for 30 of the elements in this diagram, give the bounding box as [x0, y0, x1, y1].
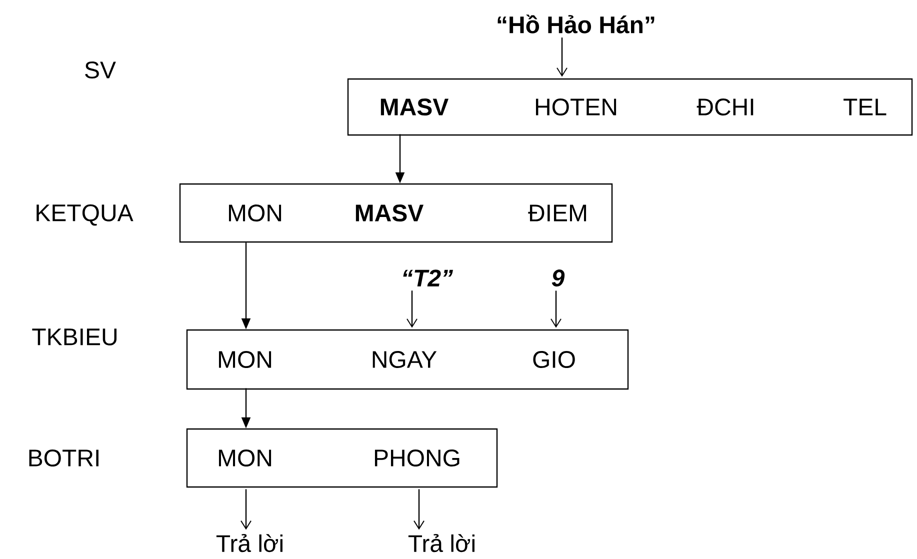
- attribute-text: GIO: [533, 351, 575, 368]
- relation-name: BOTRI: [29, 450, 98, 466]
- value-text: Trả lời: [408, 534, 474, 552]
- relation-name: KETQUA: [36, 204, 134, 226]
- attribute-text: TEL: [844, 98, 886, 116]
- attribute-text: MASV: [356, 204, 424, 222]
- attribute-text: PHONG: [374, 450, 460, 466]
- value-text: Trả lời: [216, 534, 282, 552]
- relation-box: [186, 329, 629, 390]
- attribute-text: MASV: [380, 98, 448, 116]
- value-text: 9: [552, 270, 565, 286]
- attribute-text: MON: [218, 450, 272, 466]
- relation-box: [179, 183, 613, 243]
- value-text: “Hồ Hảo Hán”: [498, 14, 654, 34]
- arrow: [240, 489, 252, 530]
- relation-name: SV: [85, 62, 116, 78]
- attribute-text: ĐCHI: [696, 98, 754, 116]
- arrow: [550, 290, 562, 328]
- attribute-text: ĐIEM: [528, 204, 586, 222]
- attribute-text: HOTEN: [536, 98, 616, 116]
- attribute-text: MON: [228, 204, 282, 222]
- arrow: [556, 38, 568, 77]
- relation-name: TKBIEU: [32, 328, 116, 346]
- attribute-text: MON: [218, 351, 272, 368]
- attribute-text: NGAY: [372, 351, 437, 368]
- relation-box: [347, 78, 913, 136]
- relation-box: [186, 428, 498, 488]
- arrow: [406, 290, 418, 328]
- value-text: “T2”: [403, 270, 453, 286]
- arrow: [414, 489, 424, 530]
